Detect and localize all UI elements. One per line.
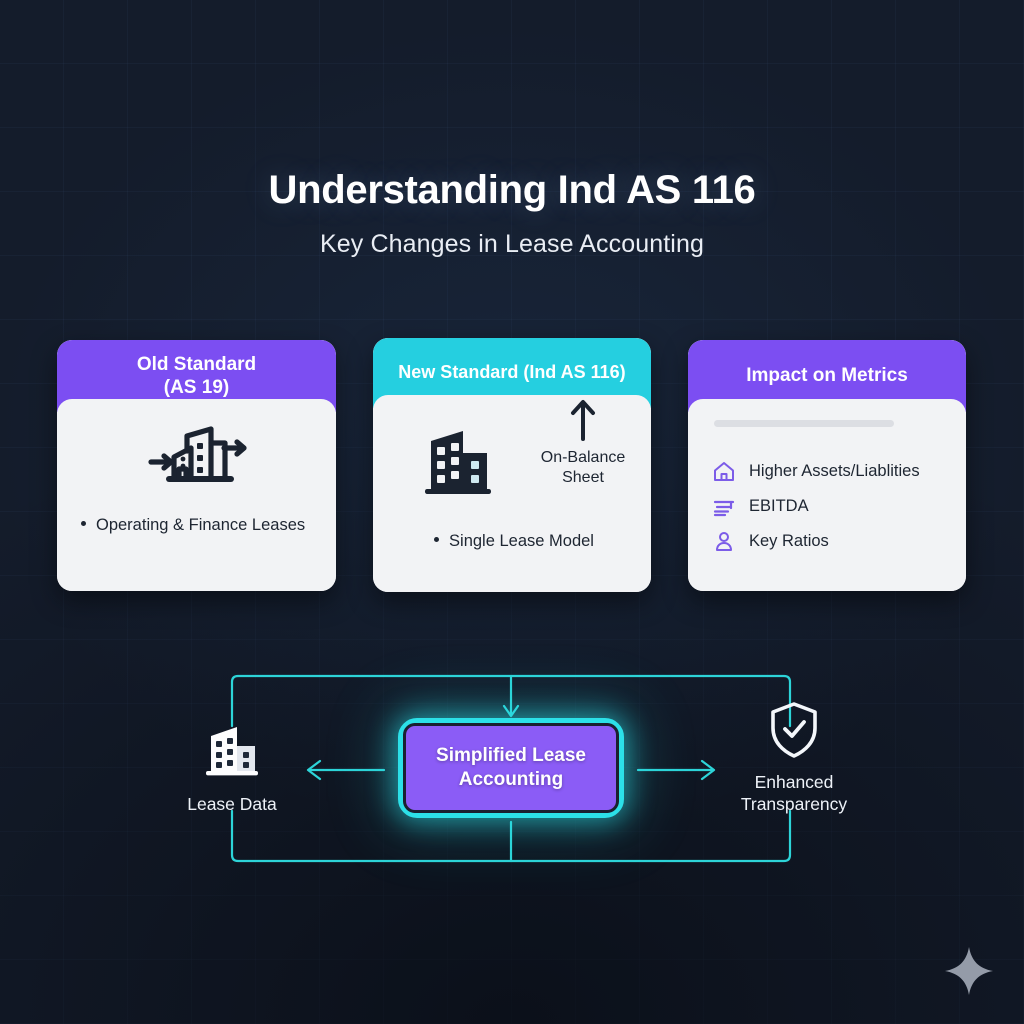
- card-old-standard-body: Operating & Finance Leases: [57, 399, 336, 591]
- arrow-up-icon: [571, 400, 595, 441]
- sparkle-icon: [943, 945, 995, 1002]
- card-new-standard-bullets: Single Lease Model: [373, 529, 651, 553]
- metric-label: Higher Assets/Liablities: [749, 462, 920, 480]
- placeholder-bar: [714, 420, 894, 427]
- card-impact-title: Impact on Metrics: [746, 365, 908, 387]
- building-solid-icon: [373, 395, 651, 499]
- card-impact-body: Higher Assets/Liablities EBITDA: [688, 399, 966, 591]
- flow-center-node[interactable]: Simplified Lease Accounting: [398, 718, 624, 818]
- on-balance-label-line1: On-Balance: [540, 449, 626, 466]
- flow-center-label-line1: Simplified Lease: [436, 744, 586, 766]
- on-balance-annotation: On-Balance Sheet: [531, 397, 635, 487]
- card-new-standard[interactable]: New Standard (Ind AS 116) On-Balance She…: [373, 338, 651, 592]
- card-impact-on-metrics[interactable]: Impact on Metrics Higher Assets/Liabliti…: [688, 340, 966, 591]
- on-balance-label-line2: Sheet: [562, 468, 604, 486]
- card-old-standard-title-line1: Old Standard: [136, 353, 257, 375]
- card-new-standard-title: New Standard (Ind AS 116): [398, 362, 626, 383]
- person-icon: [716, 531, 732, 551]
- flow-node-transparency-label-line1: Enhanced: [754, 772, 834, 792]
- card-new-standard-body: On-Balance Sheet: [373, 395, 651, 592]
- flow-node-lease-data[interactable]: Lease Data: [152, 722, 312, 816]
- building-white-icon: [206, 727, 258, 776]
- metric-label: Key Ratios: [749, 532, 829, 550]
- flow-center-label-line2: Accounting: [458, 769, 564, 790]
- flow-node-lease-data-label: Lease Data: [187, 794, 277, 814]
- two-buildings-transfer-icon: [57, 399, 336, 489]
- flow-connectors: [230, 674, 792, 863]
- flow-node-transparency-label-line2: Transparency: [740, 793, 848, 814]
- metric-row: Higher Assets/Liablities: [712, 454, 920, 489]
- bars-icon: [713, 500, 735, 516]
- list-item: Single Lease Model: [432, 529, 594, 553]
- flow-diagram: [0, 648, 1024, 888]
- metric-row: EBITDA: [712, 489, 920, 524]
- metrics-list: Higher Assets/Liablities EBITDA: [712, 454, 920, 559]
- page-subtitle: Key Changes in Lease Accounting: [320, 230, 704, 258]
- shield-check-icon: [771, 702, 817, 758]
- card-old-standard-title-line2: (AS 19): [163, 377, 230, 398]
- card-old-standard-bullets: Operating & Finance Leases: [57, 513, 336, 537]
- home-icon: [714, 461, 734, 481]
- card-old-standard[interactable]: Old Standard (AS 19): [57, 340, 336, 591]
- flow-center-node-inner: Simplified Lease Accounting: [403, 723, 619, 813]
- flow-node-enhanced-transparency[interactable]: Enhanced Transparency: [712, 700, 876, 815]
- metric-label: EBITDA: [749, 497, 809, 515]
- metric-row: Key Ratios: [712, 524, 920, 559]
- list-item: Operating & Finance Leases: [79, 513, 316, 537]
- page-title: Understanding Ind AS 116: [268, 168, 756, 212]
